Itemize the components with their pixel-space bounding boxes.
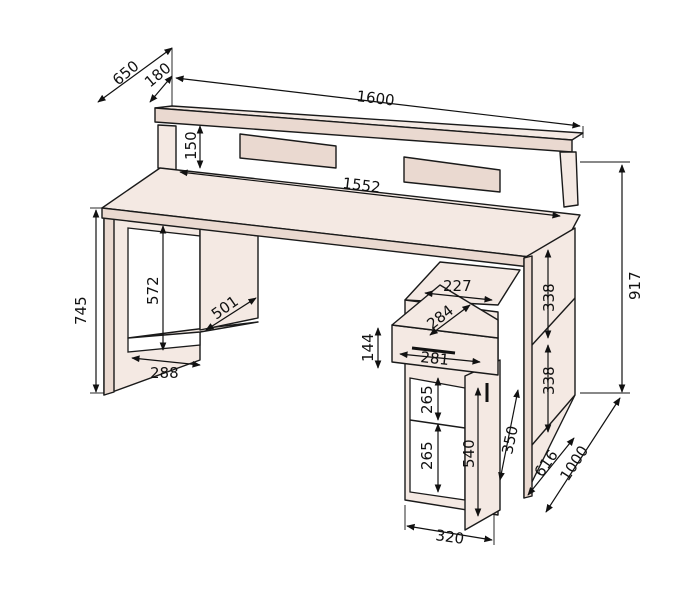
shelf-cubby-2 — [403, 156, 501, 193]
drawer-cabinet — [391, 261, 521, 531]
dim-line-350 — [498, 389, 520, 481]
dim-line-227 — [424, 290, 493, 303]
dim-line-320 — [406, 523, 493, 543]
dim-line-650 — [97, 47, 173, 103]
label-288: 288 — [150, 364, 179, 382]
dim-line-281 — [399, 351, 481, 365]
label-350: 350 — [498, 424, 522, 456]
left-side-edge — [103, 212, 115, 396]
dimension-labels: 1600 650 180 150 1552 745 572 501 288 91… — [72, 57, 644, 548]
side-shelf-1 — [531, 297, 576, 346]
dim-line-1600 — [175, 75, 581, 129]
label-265-upper: 265 — [418, 385, 436, 414]
dim-line-1000 — [545, 397, 621, 513]
label-572: 572 — [144, 276, 162, 305]
right-side-edge — [523, 255, 533, 499]
label-265-lower: 265 — [418, 441, 436, 470]
label-281: 281 — [420, 348, 450, 369]
label-650: 650 — [109, 57, 143, 89]
dim-line-1552 — [179, 169, 561, 219]
label-540: 540 — [460, 439, 478, 468]
shelf-right-post — [559, 151, 579, 208]
dim-line-180 — [149, 75, 173, 103]
label-745: 745 — [72, 296, 90, 325]
label-1600: 1600 — [356, 87, 396, 110]
dim-line-288 — [131, 355, 201, 368]
label-338-upper: 338 — [540, 283, 558, 312]
label-1552: 1552 — [342, 174, 382, 197]
label-180: 180 — [141, 59, 175, 91]
label-320: 320 — [434, 526, 465, 548]
label-227: 227 — [443, 277, 472, 295]
label-144: 144 — [359, 333, 377, 362]
dimension-lines — [90, 47, 630, 545]
dim-line-284 — [429, 304, 471, 336]
shelf-left-post — [157, 124, 177, 171]
shelf-cubby-1 — [239, 133, 337, 169]
label-338-lower: 338 — [540, 366, 558, 395]
label-917: 917 — [626, 271, 644, 300]
label-150: 150 — [182, 131, 200, 160]
dim-line-501 — [205, 297, 257, 331]
